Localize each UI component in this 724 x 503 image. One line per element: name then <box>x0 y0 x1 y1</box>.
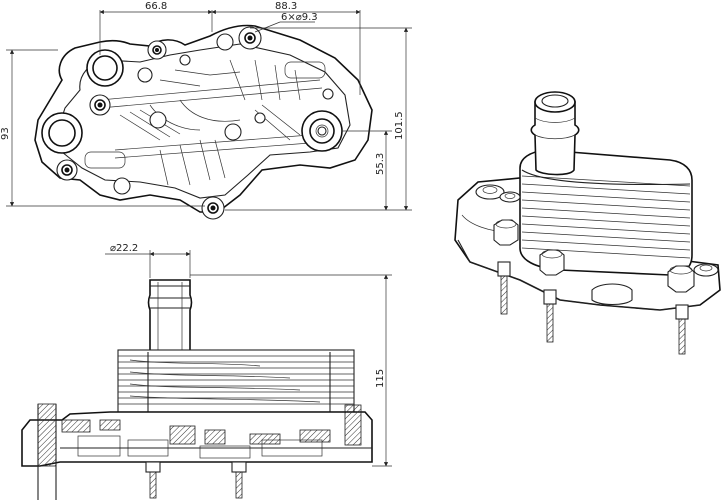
iso-bolt-1 <box>493 219 519 315</box>
base-housing <box>21 403 373 500</box>
bolt-hole-2 <box>147 40 167 60</box>
dim-overall-height-left: 93 <box>0 127 11 140</box>
cooler-plate-stack <box>117 349 355 413</box>
iso-bolt-5 <box>499 191 521 203</box>
dim-pipe-diameter: ⌀22.2 <box>110 243 138 254</box>
bolt-hole-1 <box>238 26 262 50</box>
isometric-view <box>454 91 721 355</box>
bolt-hole-5 <box>201 196 225 220</box>
bolt-hole-6 <box>317 126 327 136</box>
dim-bolt-holes: 6×⌀9.3 <box>281 12 318 23</box>
dim-overall-height-right: 101.5 <box>394 111 405 140</box>
top-view: 66.8 88.3 6×⌀9.3 93 101.5 55.3 <box>0 1 412 220</box>
side-view: ⌀22.2 <box>21 243 392 500</box>
iso-bolt-2 <box>539 249 565 343</box>
dim-top-left-width: 66.8 <box>145 1 167 12</box>
dim-total-height: 115 <box>375 369 386 388</box>
dim-port-height: 55.3 <box>375 153 386 175</box>
iso-pipe <box>530 91 580 176</box>
iso-bolt-3 <box>667 265 695 355</box>
bolt-hole-3 <box>89 94 111 116</box>
bolt-hole-4 <box>56 159 78 181</box>
dim-top-right-width: 88.3 <box>275 1 297 12</box>
iso-bolt-4 <box>693 263 719 277</box>
iso-cooler-body <box>519 149 693 276</box>
